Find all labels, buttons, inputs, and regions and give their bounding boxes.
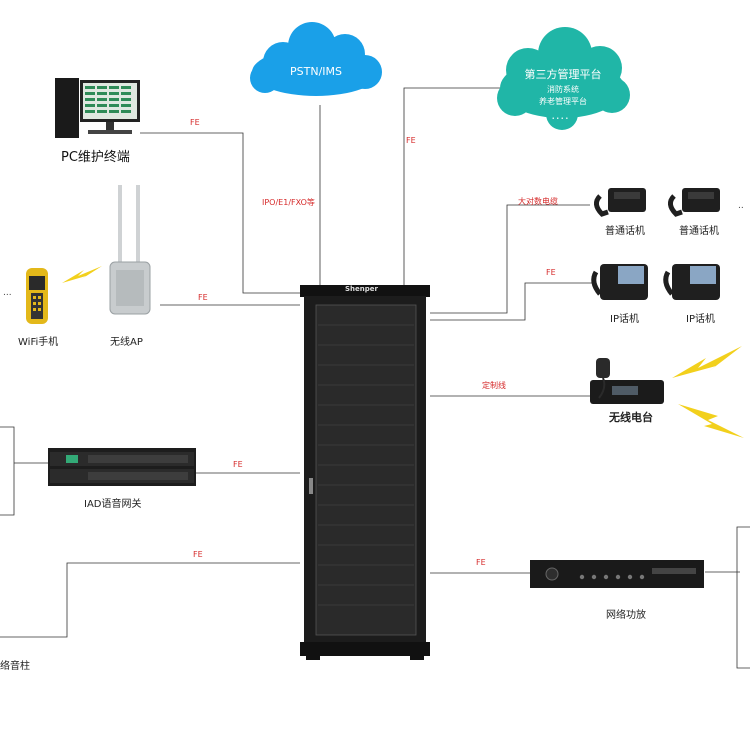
wifi-signal-bolt (62, 266, 102, 283)
regular-phone-label-1: 普通话机 (605, 226, 645, 237)
ip-phone-icon-2 (663, 264, 720, 300)
wifi-phone-label: WiFi手机 (18, 337, 59, 348)
regular-phone-icon-2 (668, 188, 720, 217)
ip-phone-label-2: IP话机 (686, 314, 715, 325)
pc-link-label: FE (190, 118, 200, 127)
ip-phone-link-line (430, 282, 592, 321)
wifi-phone-icon (26, 268, 48, 324)
svg-text:• • • •: • • • • (552, 116, 569, 122)
speaker-link-label: FE (193, 550, 203, 559)
network-amplifier-icon (530, 560, 704, 588)
iad-left-bracket (0, 426, 15, 516)
amp-right-bracket (736, 526, 750, 669)
amp-link-label: FE (476, 558, 486, 567)
server-brand-label: Shenper (345, 285, 378, 293)
iad-gateway-icon (48, 448, 196, 486)
mgmt-link-label: FE (406, 136, 416, 145)
ip-phone-link-label: FE (546, 268, 556, 277)
radio-label: 无线电台 (609, 411, 653, 424)
wireless-ap-icon (109, 185, 151, 315)
pstn-cloud (250, 22, 382, 96)
mgmt-link-line (403, 87, 500, 286)
svg-text:..: .. (738, 201, 744, 211)
ip-phone-icon-1 (591, 264, 648, 300)
trunk-link-label: IPO/E1/FXO等 (262, 198, 315, 207)
big-cable-link-label: 大对数电缆 (518, 197, 558, 206)
server-rack-icon (300, 285, 430, 660)
mgmt-cloud-title: 第三方管理平台 (524, 68, 602, 81)
regular-phone-link-line (430, 204, 590, 314)
speaker-label: 络音柱 (0, 661, 30, 672)
mgmt-cloud-line2: 养老管理平台 (539, 97, 587, 106)
ip-phone-label-1: IP话机 (610, 314, 639, 325)
regular-phone-label-2: 普通话机 (679, 226, 719, 237)
speaker-link-line (0, 562, 300, 638)
mgmt-cloud (497, 27, 630, 130)
pc-terminal-label: PC维护终端 (61, 150, 130, 165)
radio-link-label: 定制线 (482, 381, 506, 390)
pc-workstation-icon (55, 78, 140, 138)
radio-signal-bolt-bottom (678, 404, 744, 438)
regular-phone-icon-1 (594, 188, 646, 217)
iad-gateway-label: IAD语音网关 (84, 499, 142, 510)
radio-station-icon (590, 358, 664, 404)
ap-link-label: FE (198, 293, 208, 302)
svg-text:...: ... (3, 288, 12, 298)
iad-link-label: FE (233, 460, 243, 469)
connection-lines (0, 87, 750, 669)
radio-signal-bolt-top (672, 346, 742, 378)
mgmt-cloud-line1: 消防系统 (547, 85, 579, 94)
pstn-cloud-label: PSTN/IMS (290, 65, 342, 78)
amplifier-label: 网络功放 (606, 610, 646, 621)
pc-link-line (140, 132, 300, 294)
wireless-ap-label: 无线AP (110, 337, 143, 348)
